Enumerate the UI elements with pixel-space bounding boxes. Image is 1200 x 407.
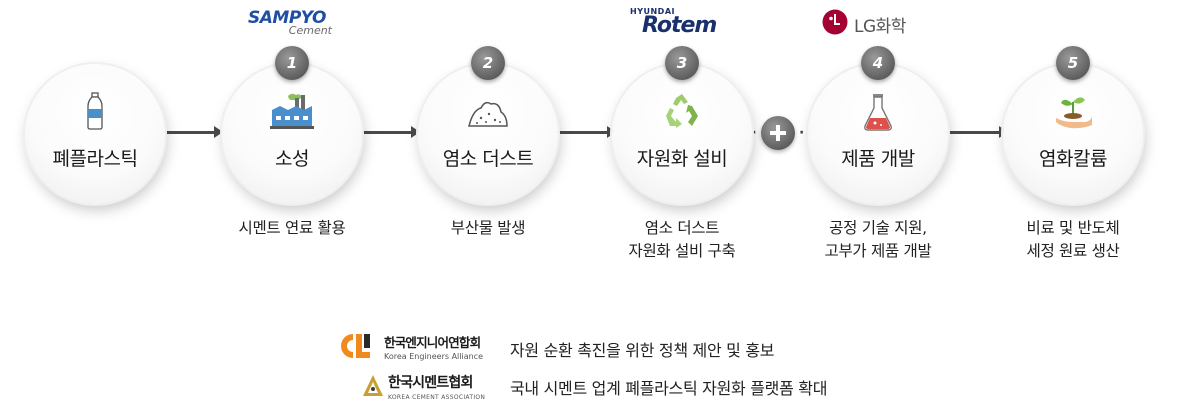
kea-statement: 자원 순환 촉진을 위한 정책 제안 및 홍보 xyxy=(510,341,775,360)
recycle-icon xyxy=(666,94,698,128)
hyundai-rotem-logo: HYUNDAI Rotem xyxy=(630,7,717,38)
org-kea: 한국엔지니어연합회 Korea Engineers Alliance xyxy=(340,332,500,362)
plus-icon xyxy=(761,116,795,150)
flow-arrow-2 xyxy=(355,126,420,138)
step-waste-plastic: 폐플라스틱 xyxy=(25,64,165,204)
step-badge-2: 2 xyxy=(471,46,505,80)
kea-subtitle: Korea Engineers Alliance xyxy=(384,352,483,361)
step-label: 염화칼륨 xyxy=(1039,148,1107,170)
flow-arrow-1 xyxy=(158,126,223,138)
step-label: 염소 더스트 xyxy=(442,148,534,170)
step-badge-1: 1 xyxy=(275,46,309,80)
flow-arrow-5 xyxy=(940,126,1008,138)
step-description-5: 비료 및 반도체 세정 원료 생산 xyxy=(1026,219,1120,260)
step-chlorine-dust: 염소 더스트 xyxy=(418,64,558,204)
step-description-2: 부산물 발생 xyxy=(450,219,526,237)
step-product-development: 제품 개발 xyxy=(808,64,948,204)
step-label: 폐플라스틱 xyxy=(52,148,138,170)
kca-subtitle: KOREA CEMENT ASSOCIATION xyxy=(388,394,486,401)
org-kca: 한국시멘트협회 KOREA CEMENT ASSOCIATION xyxy=(340,372,500,402)
step-badge-4: 4 xyxy=(861,46,895,80)
step-badge-5: 5 xyxy=(1056,46,1090,80)
flask-icon xyxy=(864,94,892,131)
step-label: 소성 xyxy=(275,148,309,170)
kca-name: 한국시멘트협회 xyxy=(388,375,473,391)
sampyo-cement-logo: SAMPYO Cement xyxy=(248,8,332,37)
step-badge-3: 3 xyxy=(665,46,699,80)
kea-logo-icon xyxy=(341,334,370,358)
hand-sprout-icon xyxy=(1056,97,1092,129)
flow-arrow-3 xyxy=(552,126,616,138)
kea-name: 한국엔지니어연합회 xyxy=(384,335,481,350)
dust-pile-icon xyxy=(468,101,508,127)
step-description-1: 시멘트 연료 활용 xyxy=(238,219,346,237)
step-description-4: 공정 기술 지원, 고부가 제품 개발 xyxy=(824,219,932,260)
step-recycling-facility: 자원화 설비 xyxy=(612,64,752,204)
plastic-bottle-icon xyxy=(87,92,103,130)
step-potassium-chloride: 염화칼륨 xyxy=(1003,64,1143,204)
step-description-3: 염소 더스트 자원화 설비 구축 xyxy=(628,219,736,260)
step-label: 제품 개발 xyxy=(841,148,915,170)
lg-chem-logo: LG화학 xyxy=(822,9,932,37)
kca-statement: 국내 시멘트 업계 폐플라스틱 자원화 플랫폼 확대 xyxy=(510,379,828,398)
step-firing: 소성 xyxy=(222,64,362,204)
step-label: 자원화 설비 xyxy=(636,148,728,170)
kca-logo-icon xyxy=(363,375,383,396)
factory-icon xyxy=(270,93,314,129)
lg-face-icon xyxy=(822,9,848,35)
